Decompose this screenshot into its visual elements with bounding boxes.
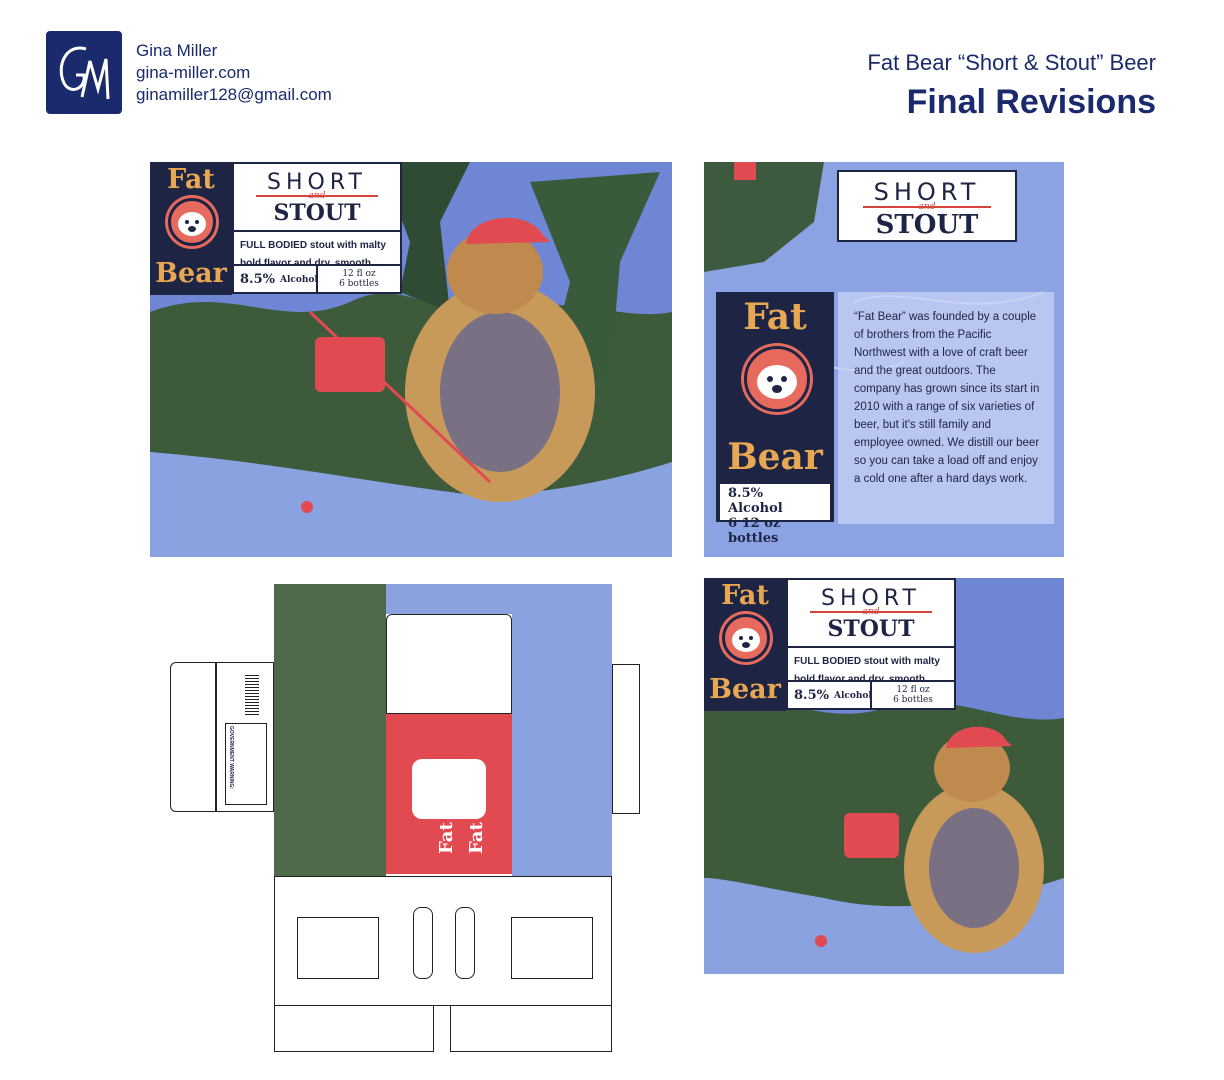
side-bear-face-icon <box>744 346 810 412</box>
dieline-face-left-top <box>274 584 386 816</box>
brand-and: and <box>308 191 326 201</box>
packaging-dieline: GOVERNMENT WARNING: Fat Bear Fat Bear <box>170 584 640 1054</box>
dieline-face-right <box>512 584 612 876</box>
square-brand-stout: STOUT <box>827 616 915 642</box>
square-desc-bold: FULL BODIED <box>794 656 862 667</box>
designer-email[interactable]: ginamiller128@gmail.com <box>136 85 332 104</box>
dieline-bottom-flap-right <box>450 1006 612 1052</box>
designer-website[interactable]: gina-miller.com <box>136 63 251 82</box>
handle-text-2: Fat Bear <box>466 768 487 854</box>
side-red-divider <box>863 206 991 208</box>
lock-tab-right <box>511 917 593 979</box>
alcohol-value: 8.5% <box>240 272 275 287</box>
dieline-side-panel: GOVERNMENT WARNING: <box>216 662 274 812</box>
barcode-icon <box>245 675 259 715</box>
square-alcohol-label: Alcohol <box>834 691 872 701</box>
fat-bear-badge: Fat Bear <box>150 162 232 295</box>
red-divider <box>256 195 378 197</box>
story-box: “Fat Bear” was founded by a couple of br… <box>838 292 1054 524</box>
front-label-panel: Fat Bear SHORT and STOUT FULL BODIED sto… <box>150 162 672 557</box>
slot-right <box>455 907 475 979</box>
square-bottle-count: 6 bottles <box>893 695 933 705</box>
square-brand-short: SHORT <box>821 586 921 611</box>
dieline-end-flap <box>170 662 216 812</box>
bear-face-icon <box>168 198 216 246</box>
side-bottles: 6 12 oz bottles <box>728 516 781 546</box>
square-title-box: SHORT and STOUT <box>786 578 956 648</box>
bear-fishing-illustration <box>150 162 672 557</box>
square-brand-bear: Bear <box>709 674 781 705</box>
square-label-panel: Fat Bear SHORT and STOUT FULL BODIED sto… <box>704 578 1064 974</box>
square-alcohol-box: 8.5% Alcohol <box>786 680 872 710</box>
brand-short: SHORT <box>267 170 367 195</box>
side-brand-stout: STOUT <box>875 210 979 240</box>
gm-logo <box>46 31 122 114</box>
dieline-glue-flap <box>612 664 640 814</box>
project-title: Fat Bear “Short & Stout” Beer <box>867 50 1156 75</box>
dieline-top-strip <box>386 584 512 614</box>
side-label-panel: SHORT and STOUT Fat Bear 8.5% Alcohol 6 … <box>704 162 1064 557</box>
dieline-bottom-panel <box>274 876 612 1006</box>
warning-title: GOVERNMENT WARNING: <box>228 726 234 790</box>
square-brand-and: and <box>862 607 880 617</box>
square-description-box: FULL BODIED stout with malty bold flavor… <box>786 646 956 703</box>
volume-value: 12 fl oz <box>342 269 376 279</box>
warning-box: GOVERNMENT WARNING: <box>225 723 267 805</box>
square-fat-bear-badge: Fat Bear <box>704 578 786 711</box>
square-bear-face-icon <box>722 614 770 662</box>
side-brand-and: and <box>918 202 936 212</box>
side-title-box: SHORT and STOUT <box>837 170 1017 242</box>
dieline-bottom-flap-left <box>274 1006 434 1052</box>
company-story: “Fat Bear” was founded by a couple of br… <box>854 311 1040 485</box>
brand-stout: STOUT <box>273 200 361 226</box>
dieline-red-handle-panel: Fat Bear Fat Bear <box>386 714 512 874</box>
square-red-divider <box>810 611 932 613</box>
designer-name: Gina Miller <box>136 41 218 60</box>
square-brand-fat: Fat <box>721 580 769 611</box>
side-brand-fat: Fat <box>743 296 807 338</box>
volume-box: 12 fl oz 6 bottles <box>316 264 402 294</box>
handle-text-1: Fat Bear <box>436 768 457 854</box>
square-volume-value: 12 fl oz <box>896 685 930 695</box>
brand-fat: Fat <box>167 164 215 195</box>
side-brand-bear: Bear <box>727 436 823 478</box>
alcohol-label: Alcohol <box>280 275 318 285</box>
desc-bold: FULL BODIED <box>240 240 308 251</box>
dieline-handle-flap <box>386 614 512 714</box>
description-box: FULL BODIED stout with malty bold flavor… <box>232 230 402 287</box>
square-alcohol-value: 8.5% <box>794 688 829 703</box>
side-brand-short: SHORT <box>873 178 981 206</box>
side-alcohol: 8.5% Alcohol <box>728 486 783 516</box>
slot-left <box>413 907 433 979</box>
bottle-count: 6 bottles <box>339 279 379 289</box>
square-volume-box: 12 fl oz 6 bottles <box>870 680 956 710</box>
gm-monogram-icon <box>59 46 110 100</box>
handle-cutout <box>412 759 486 819</box>
dieline-face-left-bottom <box>274 816 386 876</box>
brand-bear: Bear <box>155 258 227 289</box>
alcohol-box: 8.5% Alcohol <box>232 264 318 294</box>
page-subtitle: Final Revisions <box>906 83 1156 121</box>
lock-tab-left <box>297 917 379 979</box>
side-stats-box: 8.5% Alcohol 6 12 oz bottles <box>718 482 832 546</box>
short-stout-title-box: SHORT and STOUT <box>232 162 402 232</box>
